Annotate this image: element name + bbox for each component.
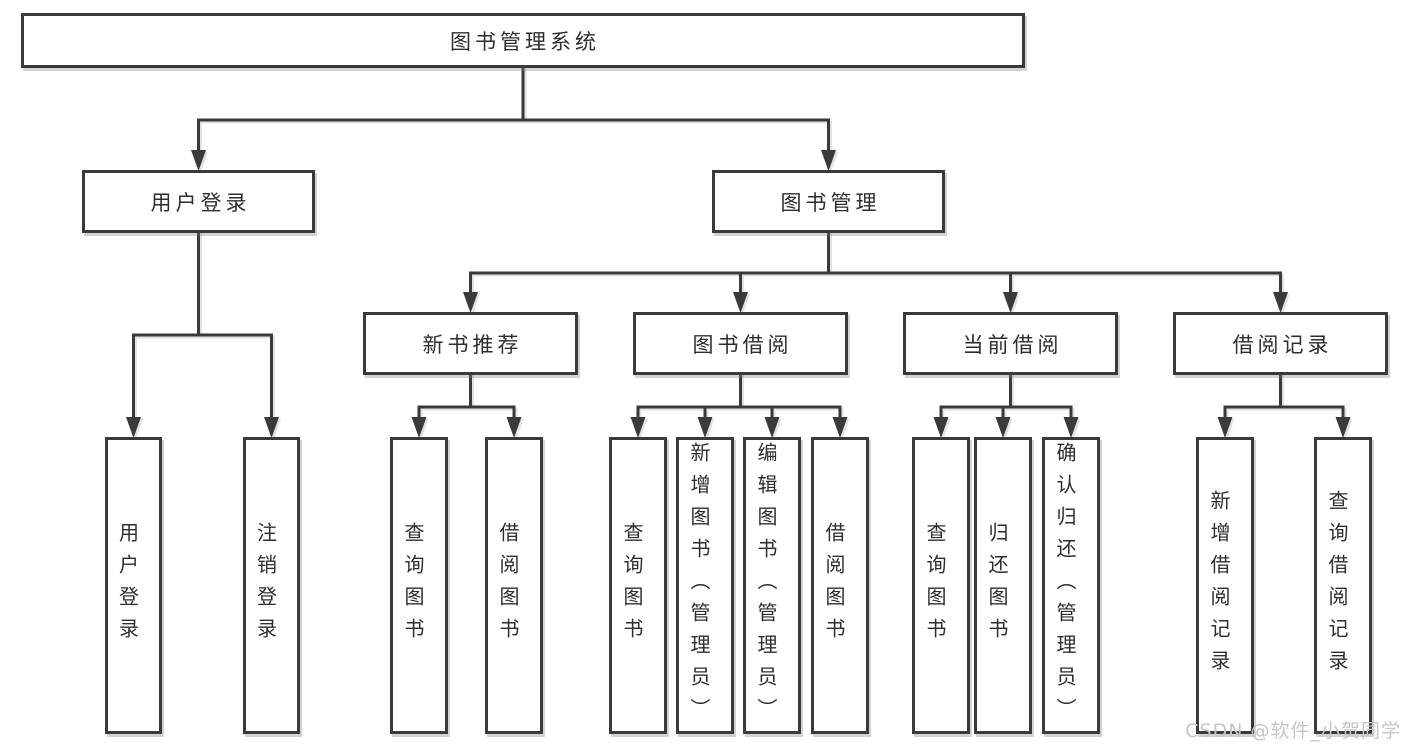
arrowhead-icon — [1335, 417, 1351, 438]
arrowhead-icon — [191, 150, 206, 171]
node-leaf-user-login: 用户登录 — [105, 437, 162, 734]
node-label-br-query-record: 查询借阅记录 — [1325, 489, 1349, 682]
arrowhead-icon — [630, 417, 646, 438]
node-cb-return-books: 归还图书 — [974, 437, 1032, 734]
arrowhead-icon — [126, 417, 141, 438]
node-borrow-records: 借阅记录 — [1173, 312, 1388, 375]
node-br-add-record: 新增借阅记录 — [1196, 437, 1254, 734]
node-nbr-query-books: 查询图书 — [390, 437, 448, 734]
node-label-nbr-query-books: 查询图书 — [401, 521, 425, 650]
connector-path-root — [197, 64, 830, 156]
node-br-query-record: 查询借阅记录 — [1314, 437, 1372, 734]
node-cb-confirm-return: 确认归还（管理员） — [1042, 437, 1100, 734]
node-leaf-logout: 注销登录 — [243, 437, 300, 734]
connector-path-book-mgmt — [469, 229, 1282, 298]
node-bb-add-books: 新增图书（管理员） — [676, 437, 734, 734]
arrowhead-icon — [821, 150, 836, 171]
node-label-br-add-record: 新增借阅记录 — [1207, 489, 1231, 682]
node-current-borrow: 当前借阅 — [903, 312, 1118, 375]
arrowhead-icon — [733, 292, 748, 313]
node-label-current-borrow: 当前借阅 — [962, 332, 1063, 357]
node-book-borrow: 图书借阅 — [633, 312, 848, 375]
node-bb-query-books: 查询图书 — [609, 437, 667, 734]
node-new-book-rec: 新书推荐 — [363, 312, 578, 375]
node-label-bb-edit-books: 编辑图书（管理员） — [754, 441, 778, 730]
connector-path-user-login — [132, 229, 273, 423]
node-bb-edit-books: 编辑图书（管理员） — [743, 437, 801, 734]
arrowhead-icon — [832, 417, 848, 438]
arrowhead-icon — [1063, 417, 1079, 438]
arrowhead-icon — [1273, 292, 1288, 313]
node-label-root: 图书管理系统 — [450, 29, 600, 54]
arrowhead-icon — [1217, 417, 1233, 438]
node-label-bb-borrow-books: 借阅图书 — [822, 521, 846, 650]
node-label-bb-add-books: 新增图书（管理员） — [687, 441, 711, 730]
node-label-cb-return-books: 归还图书 — [985, 521, 1009, 650]
node-label-book-borrow: 图书借阅 — [692, 332, 793, 357]
csdn-watermark: CSDN @软件_小贺同学 — [1185, 720, 1401, 742]
arrowhead-icon — [1003, 292, 1018, 313]
connector-path-book-borrow — [636, 371, 842, 423]
node-root: 图书管理系统 — [21, 13, 1025, 68]
arrowhead-icon — [933, 417, 949, 438]
arrowhead-icon — [506, 417, 522, 438]
node-label-cb-query-books: 查询图书 — [923, 521, 947, 650]
arrowhead-icon — [264, 417, 279, 438]
arrowhead-icon — [411, 417, 427, 438]
node-label-cb-confirm-return: 确认归还（管理员） — [1053, 441, 1077, 730]
node-book-mgmt: 图书管理 — [712, 170, 945, 233]
node-label-user-login: 用户登录 — [150, 190, 251, 215]
arrowhead-icon — [463, 292, 478, 313]
arrowhead-icon — [995, 417, 1011, 438]
node-nbr-borrow-books: 借阅图书 — [485, 437, 543, 734]
node-label-leaf-logout: 注销登录 — [253, 521, 278, 650]
node-cb-query-books: 查询图书 — [912, 437, 970, 734]
arrowhead-icon — [697, 417, 713, 438]
node-user-login: 用户登录 — [82, 170, 315, 233]
node-label-new-book-rec: 新书推荐 — [422, 332, 523, 357]
arrowhead-icon — [764, 417, 780, 438]
node-label-nbr-borrow-books: 借阅图书 — [496, 521, 520, 650]
connector-path-new-book-rec — [417, 371, 516, 423]
node-label-bb-query-books: 查询图书 — [620, 521, 644, 650]
connector-path-current-borrow — [939, 371, 1073, 423]
node-label-book-mgmt: 图书管理 — [780, 190, 881, 215]
node-label-borrow-records: 借阅记录 — [1232, 332, 1333, 357]
node-label-leaf-user-login: 用户登录 — [115, 521, 140, 650]
connector-path-borrow-records — [1223, 371, 1345, 423]
node-bb-borrow-books: 借阅图书 — [811, 437, 869, 734]
